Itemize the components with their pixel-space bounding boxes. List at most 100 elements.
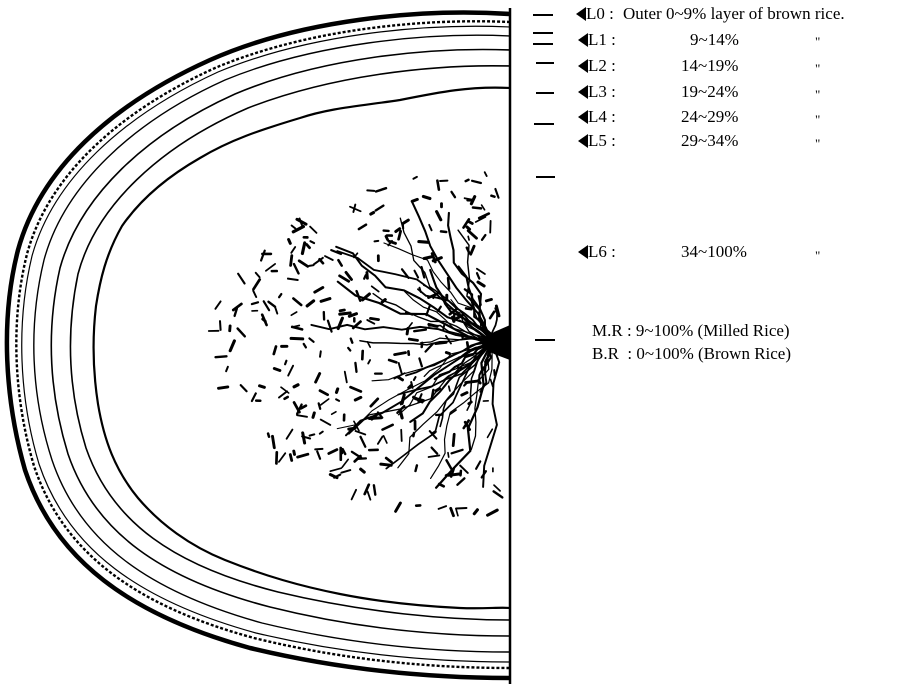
cell-wall-dash bbox=[309, 225, 318, 234]
cell-wall-dash bbox=[413, 269, 420, 279]
cell-wall-dash bbox=[420, 341, 424, 349]
cell-wall-dash bbox=[418, 357, 424, 368]
cell-wall-dash bbox=[483, 171, 488, 178]
cell-wall-dash bbox=[370, 413, 378, 421]
cell-wall-dash bbox=[404, 311, 414, 316]
cell-wall-dash bbox=[460, 391, 469, 397]
cell-wall-dash bbox=[424, 342, 434, 353]
cell-wall-dash bbox=[280, 386, 290, 394]
cell-wall-dash bbox=[305, 243, 311, 250]
cell-wall-dash bbox=[313, 286, 325, 294]
cell-wall-dash bbox=[447, 385, 451, 392]
cell-wall-dash bbox=[380, 298, 387, 304]
cell-wall-dash bbox=[302, 342, 308, 349]
cell-wall-dash bbox=[494, 304, 501, 318]
cell-wall-dash bbox=[484, 298, 493, 303]
cell-wall-dash bbox=[475, 272, 481, 280]
cell-wall-dash bbox=[292, 449, 296, 456]
cell-wall-dash bbox=[366, 490, 372, 501]
cell-wall-dash bbox=[334, 387, 340, 394]
cell-wall-dash bbox=[413, 328, 428, 333]
cell-wall-dash bbox=[311, 411, 316, 419]
layer-boundary-inner bbox=[92, 86, 511, 610]
cell-wall-dash bbox=[444, 472, 452, 477]
cell-wall-dash bbox=[327, 448, 339, 455]
cell-wall-dash bbox=[305, 299, 316, 308]
cell-wall-dash bbox=[456, 477, 466, 486]
cell-wall-dash bbox=[292, 297, 303, 307]
left-triangle-icon bbox=[578, 59, 588, 73]
cell-wall-dash bbox=[466, 229, 478, 240]
tick-MR bbox=[535, 339, 555, 341]
cell-wall-dash bbox=[420, 265, 426, 279]
cell-wall-dash bbox=[353, 454, 362, 463]
fissure-crack bbox=[383, 242, 493, 343]
cell-wall-dash bbox=[412, 175, 418, 180]
left-triangle-icon bbox=[578, 245, 588, 259]
cell-wall-dash bbox=[372, 484, 377, 496]
cell-wall-dash bbox=[316, 450, 322, 460]
cell-wall-dash bbox=[349, 205, 362, 213]
cell-wall-dash bbox=[351, 320, 362, 330]
cell-wall-dash bbox=[299, 404, 308, 410]
cell-wall-dash bbox=[350, 488, 358, 501]
cell-wall-dash bbox=[467, 235, 470, 241]
cell-wall-dash bbox=[434, 341, 448, 345]
cell-wall-dash bbox=[488, 310, 496, 320]
cell-wall-dash bbox=[449, 467, 456, 478]
cell-wall-dash bbox=[250, 392, 257, 403]
cell-wall-dash bbox=[349, 337, 354, 344]
cell-wall-dash bbox=[296, 452, 310, 459]
cell-wall-dash bbox=[318, 430, 324, 435]
cell-wall-dash bbox=[450, 190, 457, 199]
cell-wall-dash bbox=[344, 270, 353, 281]
cell-wall-dash bbox=[291, 225, 305, 234]
cell-wall-dash bbox=[412, 431, 416, 438]
label-L3-ditto: " bbox=[815, 87, 821, 102]
cell-wall-dash bbox=[447, 451, 450, 458]
cell-wall-dash bbox=[328, 473, 339, 480]
layer-boundary-2 bbox=[50, 48, 511, 637]
cell-wall-dash bbox=[271, 434, 276, 450]
cell-wall-dash bbox=[474, 216, 487, 223]
cell-wall-dash bbox=[437, 505, 448, 510]
cell-wall-dash bbox=[314, 372, 322, 384]
cell-wall-dash bbox=[353, 252, 359, 259]
cell-wall-dash bbox=[450, 448, 464, 455]
cell-wall-dash bbox=[286, 277, 299, 282]
cell-wall-dash bbox=[338, 311, 352, 316]
fissure-crack bbox=[479, 341, 493, 393]
cell-wall-dash bbox=[233, 307, 239, 318]
cell-wall-dash bbox=[410, 197, 419, 203]
cell-wall-dash bbox=[465, 225, 472, 231]
cell-wall-dash bbox=[354, 430, 367, 436]
cell-wall-dash bbox=[359, 435, 367, 448]
cell-wall-dash bbox=[387, 358, 398, 364]
cell-wall-dash bbox=[373, 239, 380, 243]
fissure-crack bbox=[428, 324, 493, 343]
cell-wall-dash bbox=[398, 409, 404, 420]
cell-wall-dash bbox=[470, 179, 483, 185]
cell-wall-dash bbox=[455, 507, 459, 517]
cell-wall-dash bbox=[341, 447, 347, 456]
cell-wall-dash bbox=[359, 467, 366, 474]
fissure-crack bbox=[470, 341, 493, 451]
cell-wall-dash bbox=[335, 398, 341, 402]
label-L6-ditto: " bbox=[815, 248, 821, 263]
fissure-crack bbox=[466, 341, 493, 411]
cell-wall-dash bbox=[336, 316, 344, 331]
cell-wall-dash bbox=[430, 388, 435, 399]
tick-L3 bbox=[536, 92, 554, 94]
cell-wall-dash bbox=[486, 508, 499, 517]
fissure-crack bbox=[434, 340, 494, 489]
cell-wall-dash bbox=[296, 414, 308, 418]
cell-wall-dash bbox=[400, 268, 410, 279]
cell-wall-dash bbox=[295, 403, 303, 416]
label-L4-code: L4 : bbox=[588, 107, 616, 126]
label-L4-text: 24~29% bbox=[681, 107, 739, 126]
cell-wall-dash bbox=[451, 315, 456, 323]
cell-wall-dash bbox=[369, 316, 380, 322]
cell-wall-dash bbox=[476, 379, 482, 385]
label-L5-code: L5 : bbox=[588, 131, 616, 150]
